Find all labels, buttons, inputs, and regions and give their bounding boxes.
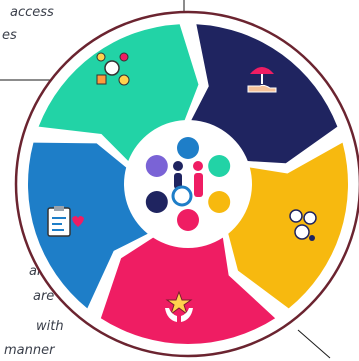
segment-bottom: [100, 237, 276, 345]
segment-left: [27, 142, 148, 309]
center-ring-dot: [145, 191, 168, 213]
connector-line: [297, 329, 331, 359]
center-ring-dot: [145, 155, 168, 177]
segment-icons: [47, 52, 317, 322]
text-bottom-left-line3: with: [36, 319, 64, 334]
center-badge-face: [130, 126, 246, 242]
center-ring-dot: [208, 191, 231, 213]
inclusive-network-icon: [96, 52, 130, 86]
text-top-left-line2: es: [2, 28, 17, 43]
disability-inclusion-icon: [171, 161, 203, 207]
group-search-icon: [289, 209, 317, 241]
health-insurance-hand-icon: [247, 67, 277, 93]
medical-clipboard-icon: [47, 206, 84, 237]
text-bottom-left-line2: are: [33, 289, 55, 304]
segments-group: [27, 24, 349, 345]
segment-top-right: [191, 24, 338, 164]
segment-right: [228, 142, 349, 309]
center-badge: [130, 126, 246, 242]
segment-top-left: [38, 24, 199, 162]
text-top-left-line1: access: [10, 5, 54, 20]
center-ring-dot: [177, 137, 199, 159]
hands-holding-star-icon: [165, 290, 193, 322]
center-ring-dot: [208, 155, 231, 177]
text-bottom-left-line4: manner: [4, 343, 55, 358]
center-ring-dot: [177, 209, 199, 231]
